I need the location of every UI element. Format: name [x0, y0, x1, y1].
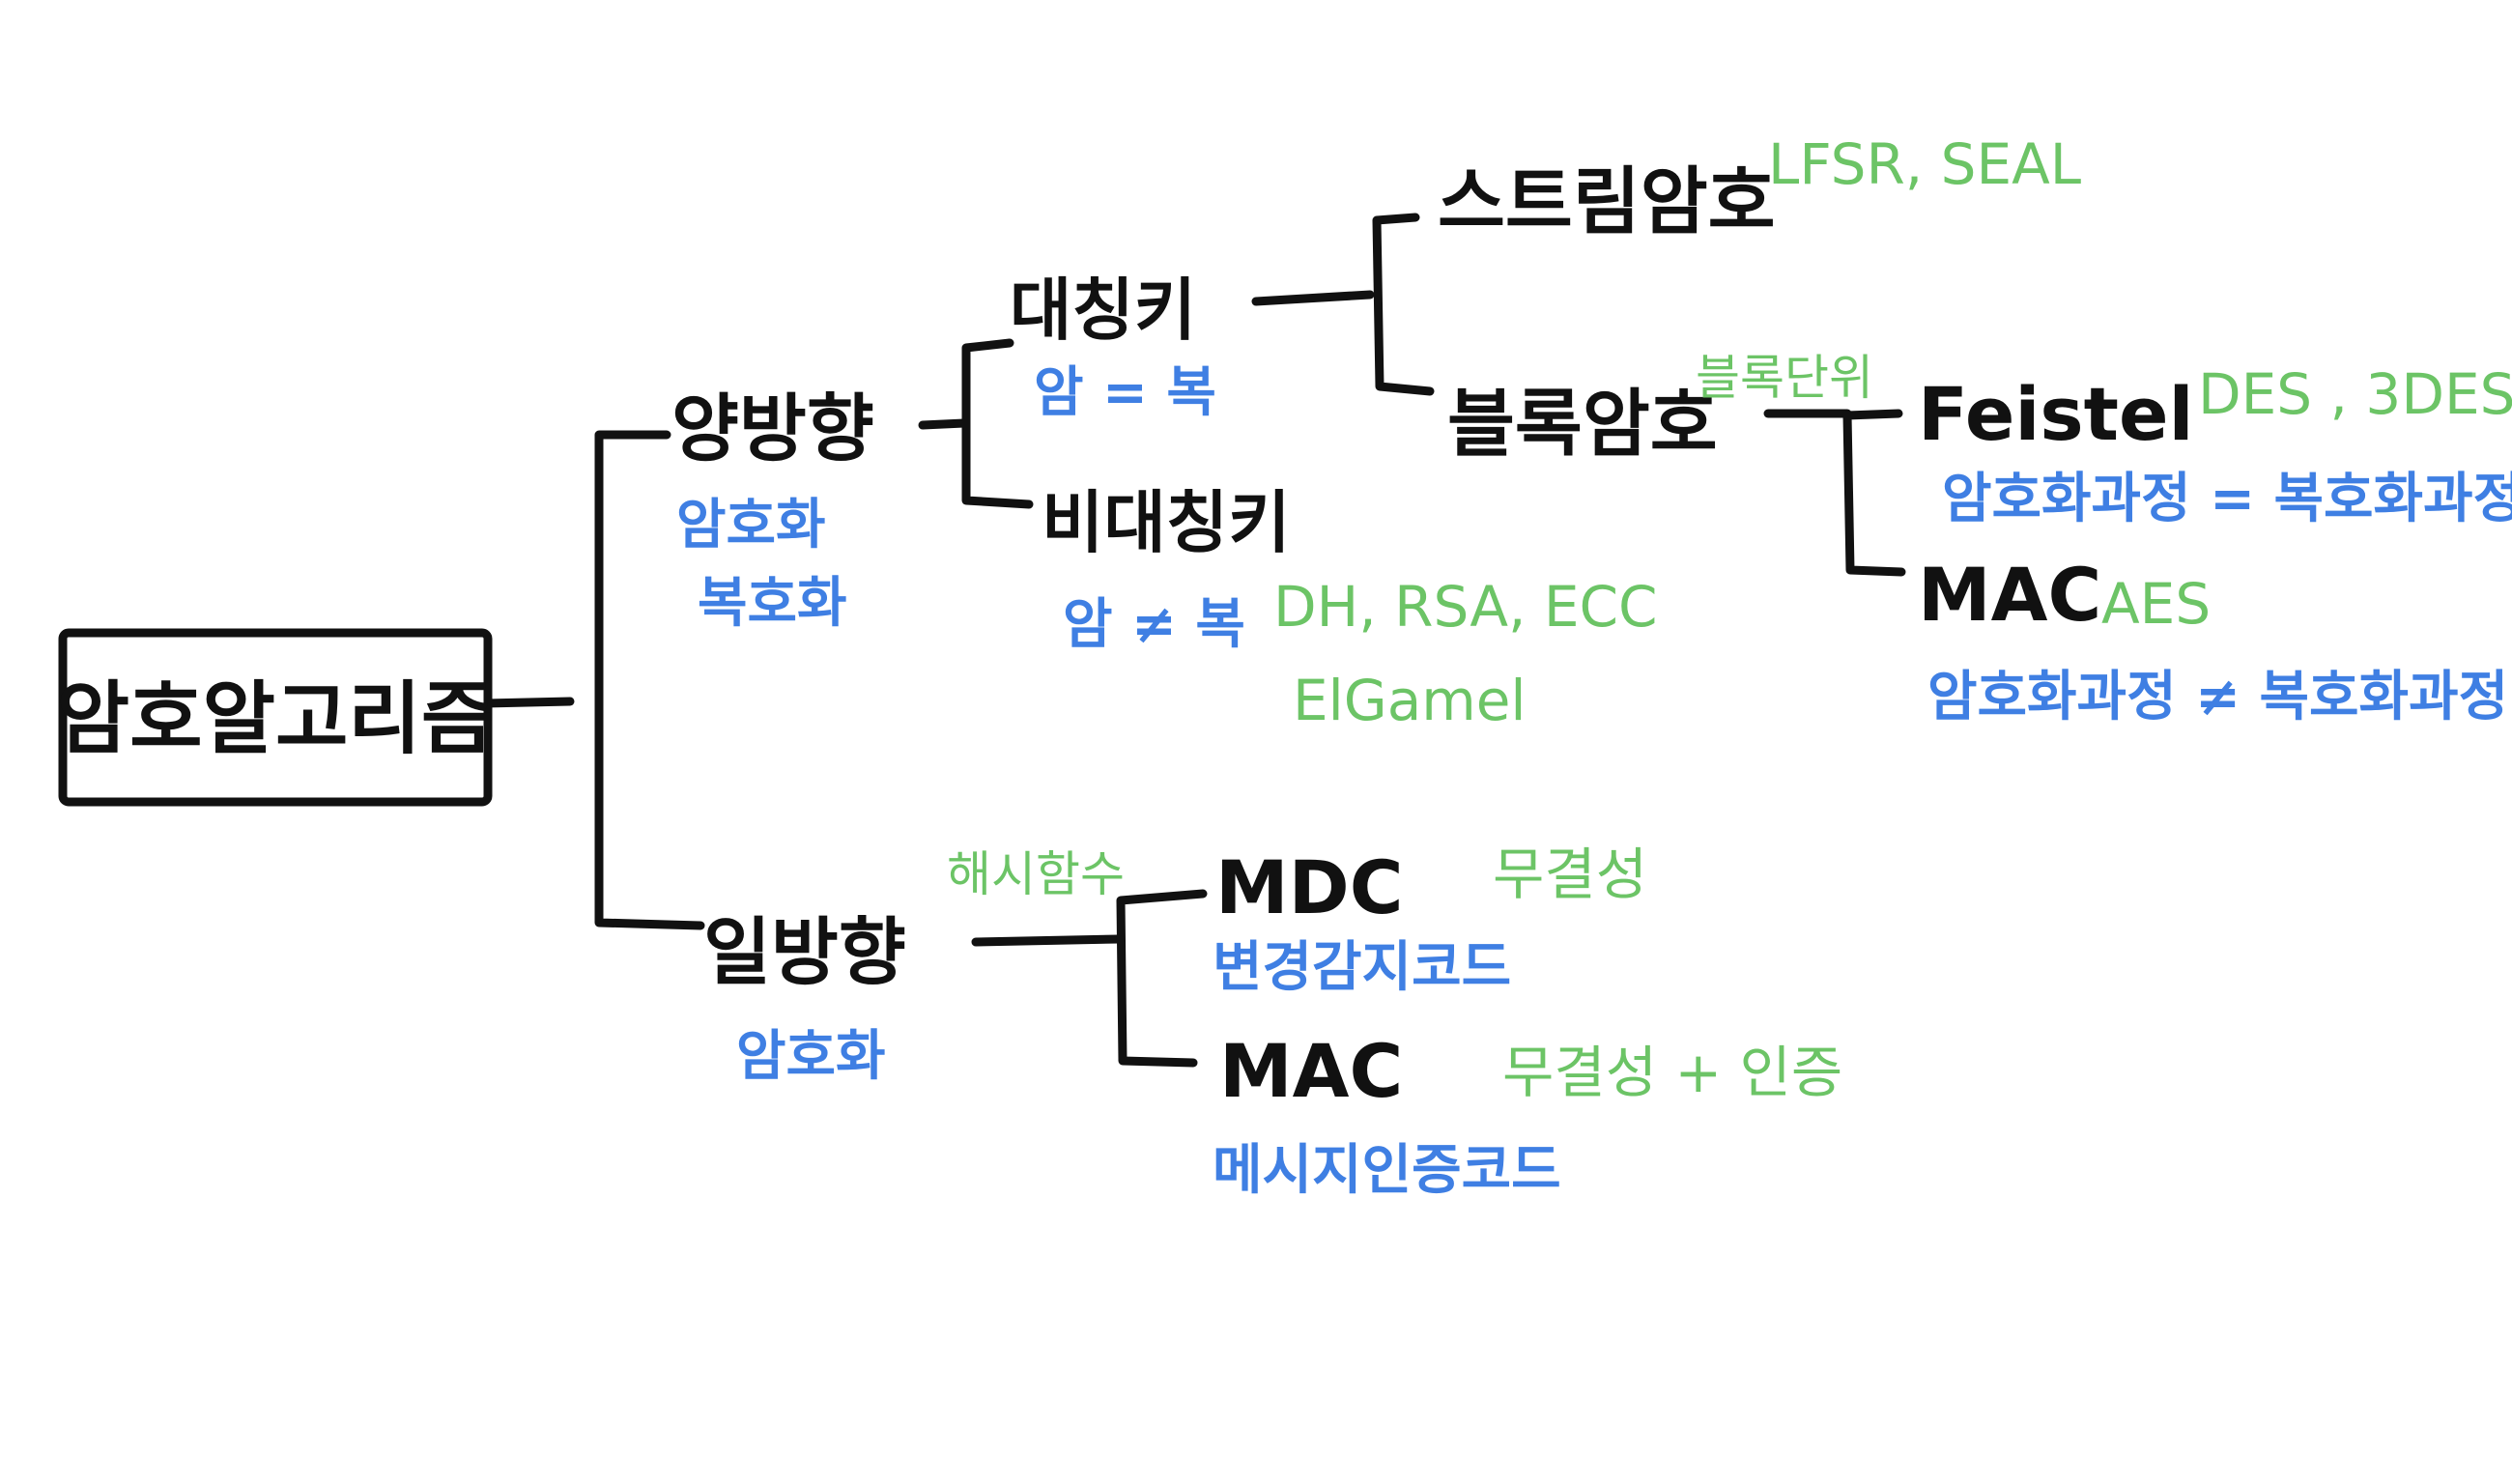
one-way-mac-label: MAC	[1219, 1028, 1403, 1114]
block-mac-note: 암호화과정 ≠ 복호화과정	[1927, 666, 2508, 728]
one-way-connector	[971, 934, 1124, 947]
asymmetric-examples-line1: DH, RSA, ECC	[1273, 574, 1658, 640]
root-branch-bracket	[594, 430, 705, 930]
mdc-note: 변경감지코드	[1213, 936, 1511, 999]
connector-lines	[483, 213, 1906, 1068]
block-unit-tag: 블록단위	[1696, 350, 1873, 406]
symmetric-branch-bracket	[1372, 213, 1435, 396]
block-mac-examples: AES	[2101, 571, 2211, 637]
two-way-note-decrypt: 복호화	[698, 572, 847, 635]
one-way-mac-note: 메시지인증코드	[1213, 1139, 1561, 1202]
root-node-label: 암호알고리즘	[57, 673, 495, 765]
block-branch-bracket	[1842, 409, 1906, 577]
asymmetric-key-label: 비대칭키	[1042, 483, 1291, 562]
symmetric-key-note: 암 = 복	[1034, 361, 1216, 424]
stream-cipher-examples: LFSR, SEAL	[1768, 131, 2081, 197]
block-cipher-label: 블록암호	[1447, 381, 1718, 467]
symmetric-connector	[1251, 290, 1375, 306]
two-way-label: 양방향	[671, 385, 874, 471]
two-way-note-encrypt: 암호화	[676, 494, 826, 556]
root-connector	[483, 697, 575, 708]
one-way-note: 암호화	[736, 1025, 886, 1088]
root-node-box	[58, 628, 493, 807]
symmetric-key-label: 대칭키	[1010, 271, 1196, 350]
feistel-note: 암호화과정 = 복호화과정	[1942, 468, 2512, 530]
one-way-label: 일방향	[703, 909, 906, 995]
one-way-branch-bracket	[1116, 889, 1208, 1068]
mdc-property: 무결성	[1493, 842, 1647, 907]
asymmetric-key-note: 암 ≠ 복	[1063, 593, 1245, 656]
one-way-mac-property: 무결성 + 인증	[1502, 1040, 1842, 1105]
two-way-branch-bracket	[961, 338, 1034, 509]
feistel-label: Feistel	[1918, 371, 2194, 457]
asymmetric-examples-line2: ElGamel	[1293, 668, 1527, 733]
feistel-examples: DES , 3DES	[2198, 361, 2512, 427]
mdc-label: MDC	[1215, 844, 1404, 930]
hash-function-tag: 해시함수	[947, 846, 1125, 902]
block-mac-label: MAC	[1918, 552, 2101, 638]
two-way-connector	[918, 418, 969, 430]
stream-cipher-label: 스트림암호	[1438, 158, 1776, 244]
